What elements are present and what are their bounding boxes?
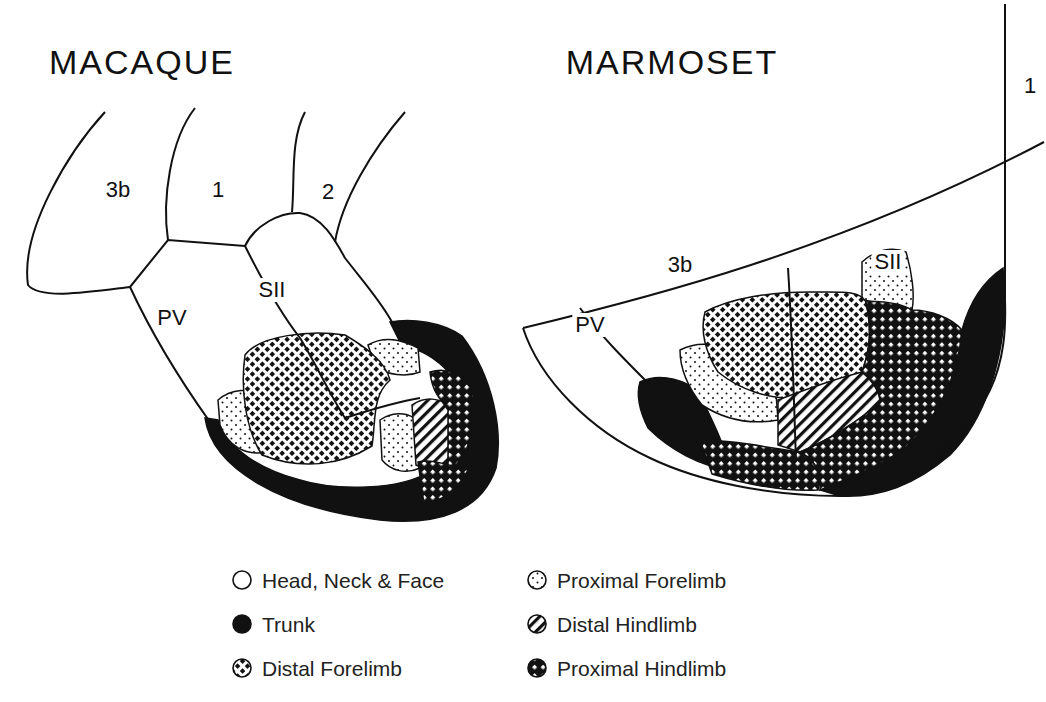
distal-hindlimb-area [412,399,452,468]
legend-text: Head, Neck & Face [262,570,444,591]
map-title: MACAQUE [49,45,235,79]
area-name: 3b [665,253,695,277]
proximal-hindlimb-area [800,302,962,490]
legend-swatch [528,571,546,589]
legend-text: Proximal Forelimb [557,570,726,591]
legend-swatch [528,615,546,633]
proximal-forelimb-area [862,249,913,310]
area-name: SII [872,250,905,274]
proximal-hindlimb-area [700,440,820,490]
legend-swatch [528,659,546,677]
area-name: 3b [103,178,133,202]
trunk-area [205,321,498,522]
legend-swatch [233,659,251,677]
map-title: MARMOSET [566,45,778,79]
marmoset-map [638,249,1005,496]
legend-text: Proximal Hindlimb [557,658,726,679]
legend-text: Distal Forelimb [262,658,402,679]
area-name: 1 [209,178,227,202]
area-name: SII [256,278,289,302]
area-name: PV [154,306,189,330]
legend-text: Distal Hindlimb [557,614,697,635]
legend-text: Trunk [262,614,315,635]
proximal-hindlimb-area [418,461,468,504]
macaque-map [205,321,498,522]
area-borders [27,108,420,422]
area-name: PV [572,313,607,337]
proximal-hindlimb-area [430,370,474,470]
area-name: 1 [1021,74,1039,98]
area-borders [523,4,1044,496]
legend-swatch [233,615,251,633]
area-name: 2 [319,180,337,204]
legend-swatch [233,571,251,589]
distal-forelimb-area [243,333,390,464]
